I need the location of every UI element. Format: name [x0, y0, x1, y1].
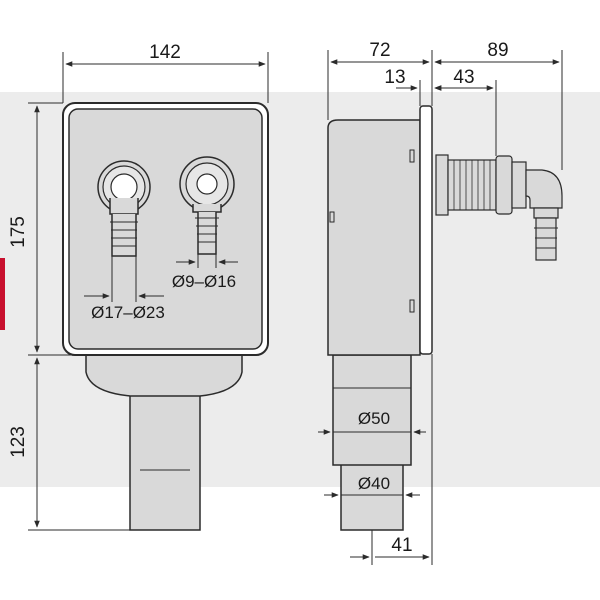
dimension-right-total: 89 — [434, 40, 563, 170]
side-front-flange — [419, 105, 433, 355]
label-left-connector-diameter: Ø17–Ø23 — [91, 303, 165, 322]
dimension-width: 142 — [62, 42, 269, 103]
front-view: 142 175 123 Ø17–Ø23 Ø — [8, 42, 269, 531]
dimension-pipe-height: 123 — [8, 357, 130, 531]
label-13: 13 — [384, 67, 405, 88]
side-threaded-nozzle — [435, 154, 527, 216]
dimension-offset: 41 — [350, 354, 433, 565]
front-funnel — [85, 351, 243, 397]
dimension-nozzle: 43 — [434, 67, 497, 156]
label-123: 123 — [8, 426, 29, 458]
label-43: 43 — [453, 67, 474, 88]
dimension-depth: 72 — [327, 40, 433, 120]
dimension-height: 175 — [8, 102, 86, 356]
label-175: 175 — [8, 216, 29, 248]
side-view: 72 89 13 43 Ø50 — [318, 40, 563, 565]
dimension-flange: 13 — [384, 67, 452, 106]
left-hose-connector — [97, 160, 151, 257]
label-142: 142 — [149, 42, 181, 63]
label-89: 89 — [487, 40, 508, 61]
side-lower-pipe — [340, 461, 404, 531]
label-41: 41 — [391, 535, 412, 556]
label-lower-pipe-diameter: Ø40 — [358, 474, 390, 493]
dimension-right-connector: Ø9–Ø16 — [172, 254, 238, 291]
side-box-body — [327, 119, 421, 356]
label-right-connector-diameter: Ø9–Ø16 — [172, 272, 236, 291]
side-upper-pipe — [332, 354, 412, 466]
front-lower-pipe — [129, 391, 201, 531]
dimension-lower-pipe: Ø40 — [324, 474, 420, 498]
label-72: 72 — [369, 40, 390, 61]
right-hose-connector — [179, 156, 235, 255]
label-upper-pipe-diameter: Ø50 — [358, 409, 390, 428]
side-elbow-fitting — [525, 169, 563, 261]
edge-accent-mark — [0, 258, 5, 330]
dimension-left-connector: Ø17–Ø23 — [84, 256, 165, 322]
dimension-upper-pipe: Ø50 — [318, 409, 426, 435]
